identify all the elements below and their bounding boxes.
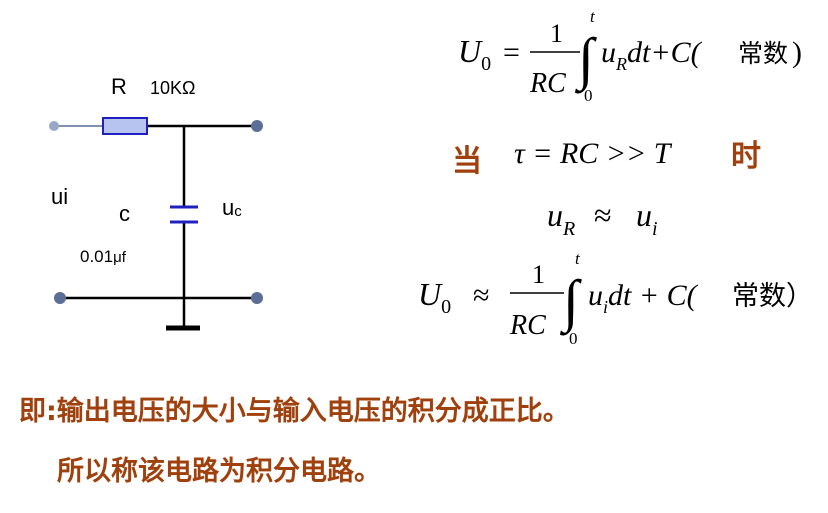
condition-when-keyword: 当: [452, 144, 482, 179]
eq1-fraction-denominator: RC: [529, 68, 566, 99]
eq1-upper-limit: t: [590, 7, 596, 26]
capacitor-value: 0.01μf: [80, 247, 127, 266]
output-terminal-top: [251, 120, 263, 132]
input-voltage-label: ui: [51, 184, 68, 209]
resistor-value: 10KΩ: [150, 78, 195, 98]
eq1-fraction-numerator: 1: [550, 19, 563, 48]
eq2-fraction-numerator: 1: [532, 260, 545, 289]
conclusion-line-2: 所以称该电路为积分电路。: [57, 456, 381, 487]
eq1-right-paren-clipped: ): [792, 36, 802, 69]
condition-expression: τ = RC >> T: [514, 137, 673, 170]
output-voltage-label: uc: [222, 195, 242, 220]
eq1-integral-sign: ∫: [574, 26, 597, 94]
eq2-relation: ≈: [473, 279, 489, 312]
eq2-integrand: uidt + C(: [588, 279, 699, 317]
eq2-integral-sign: ∫: [559, 268, 582, 336]
approx-rhs: ui: [636, 197, 658, 240]
condition-then-keyword: 时: [731, 139, 761, 174]
equation-output-integral: U0 = 1 RC ∫ t 0 uRdt+C( 常数 ): [458, 7, 802, 105]
eq1-lhs: U0: [458, 33, 491, 75]
output-terminal-bottom: [251, 292, 263, 304]
eq2-fraction-denominator: RC: [509, 310, 546, 341]
approx-lhs: uR: [547, 197, 575, 240]
eq1-constant-text: 常数: [738, 39, 788, 68]
conclusion-line-1: 即:输出电压的大小与输入电压的积分成正比。: [19, 396, 570, 427]
approx-relation: ≈: [594, 197, 612, 233]
eq2-lhs: U0: [418, 276, 451, 318]
eq2-lower-limit: 0: [569, 329, 578, 348]
input-terminal-top: [49, 121, 59, 131]
eq2-constant-text: 常数）: [732, 281, 813, 312]
resistor-symbol: [102, 117, 148, 135]
resistor-label: R: [111, 74, 127, 99]
input-terminal-bottom: [54, 292, 66, 304]
eq1-integrand: uRdt+C(: [601, 36, 703, 74]
eq1-relation: =: [503, 36, 520, 69]
equation-output-approx-integral: U0 ≈ 1 RC ∫ t 0 uidt + C( 常数）: [418, 249, 813, 348]
eq2-upper-limit: t: [575, 249, 581, 268]
equation-voltage-approx: uR ≈ ui: [547, 197, 658, 240]
capacitor-label: c: [119, 201, 130, 226]
eq1-lower-limit: 0: [584, 86, 593, 105]
